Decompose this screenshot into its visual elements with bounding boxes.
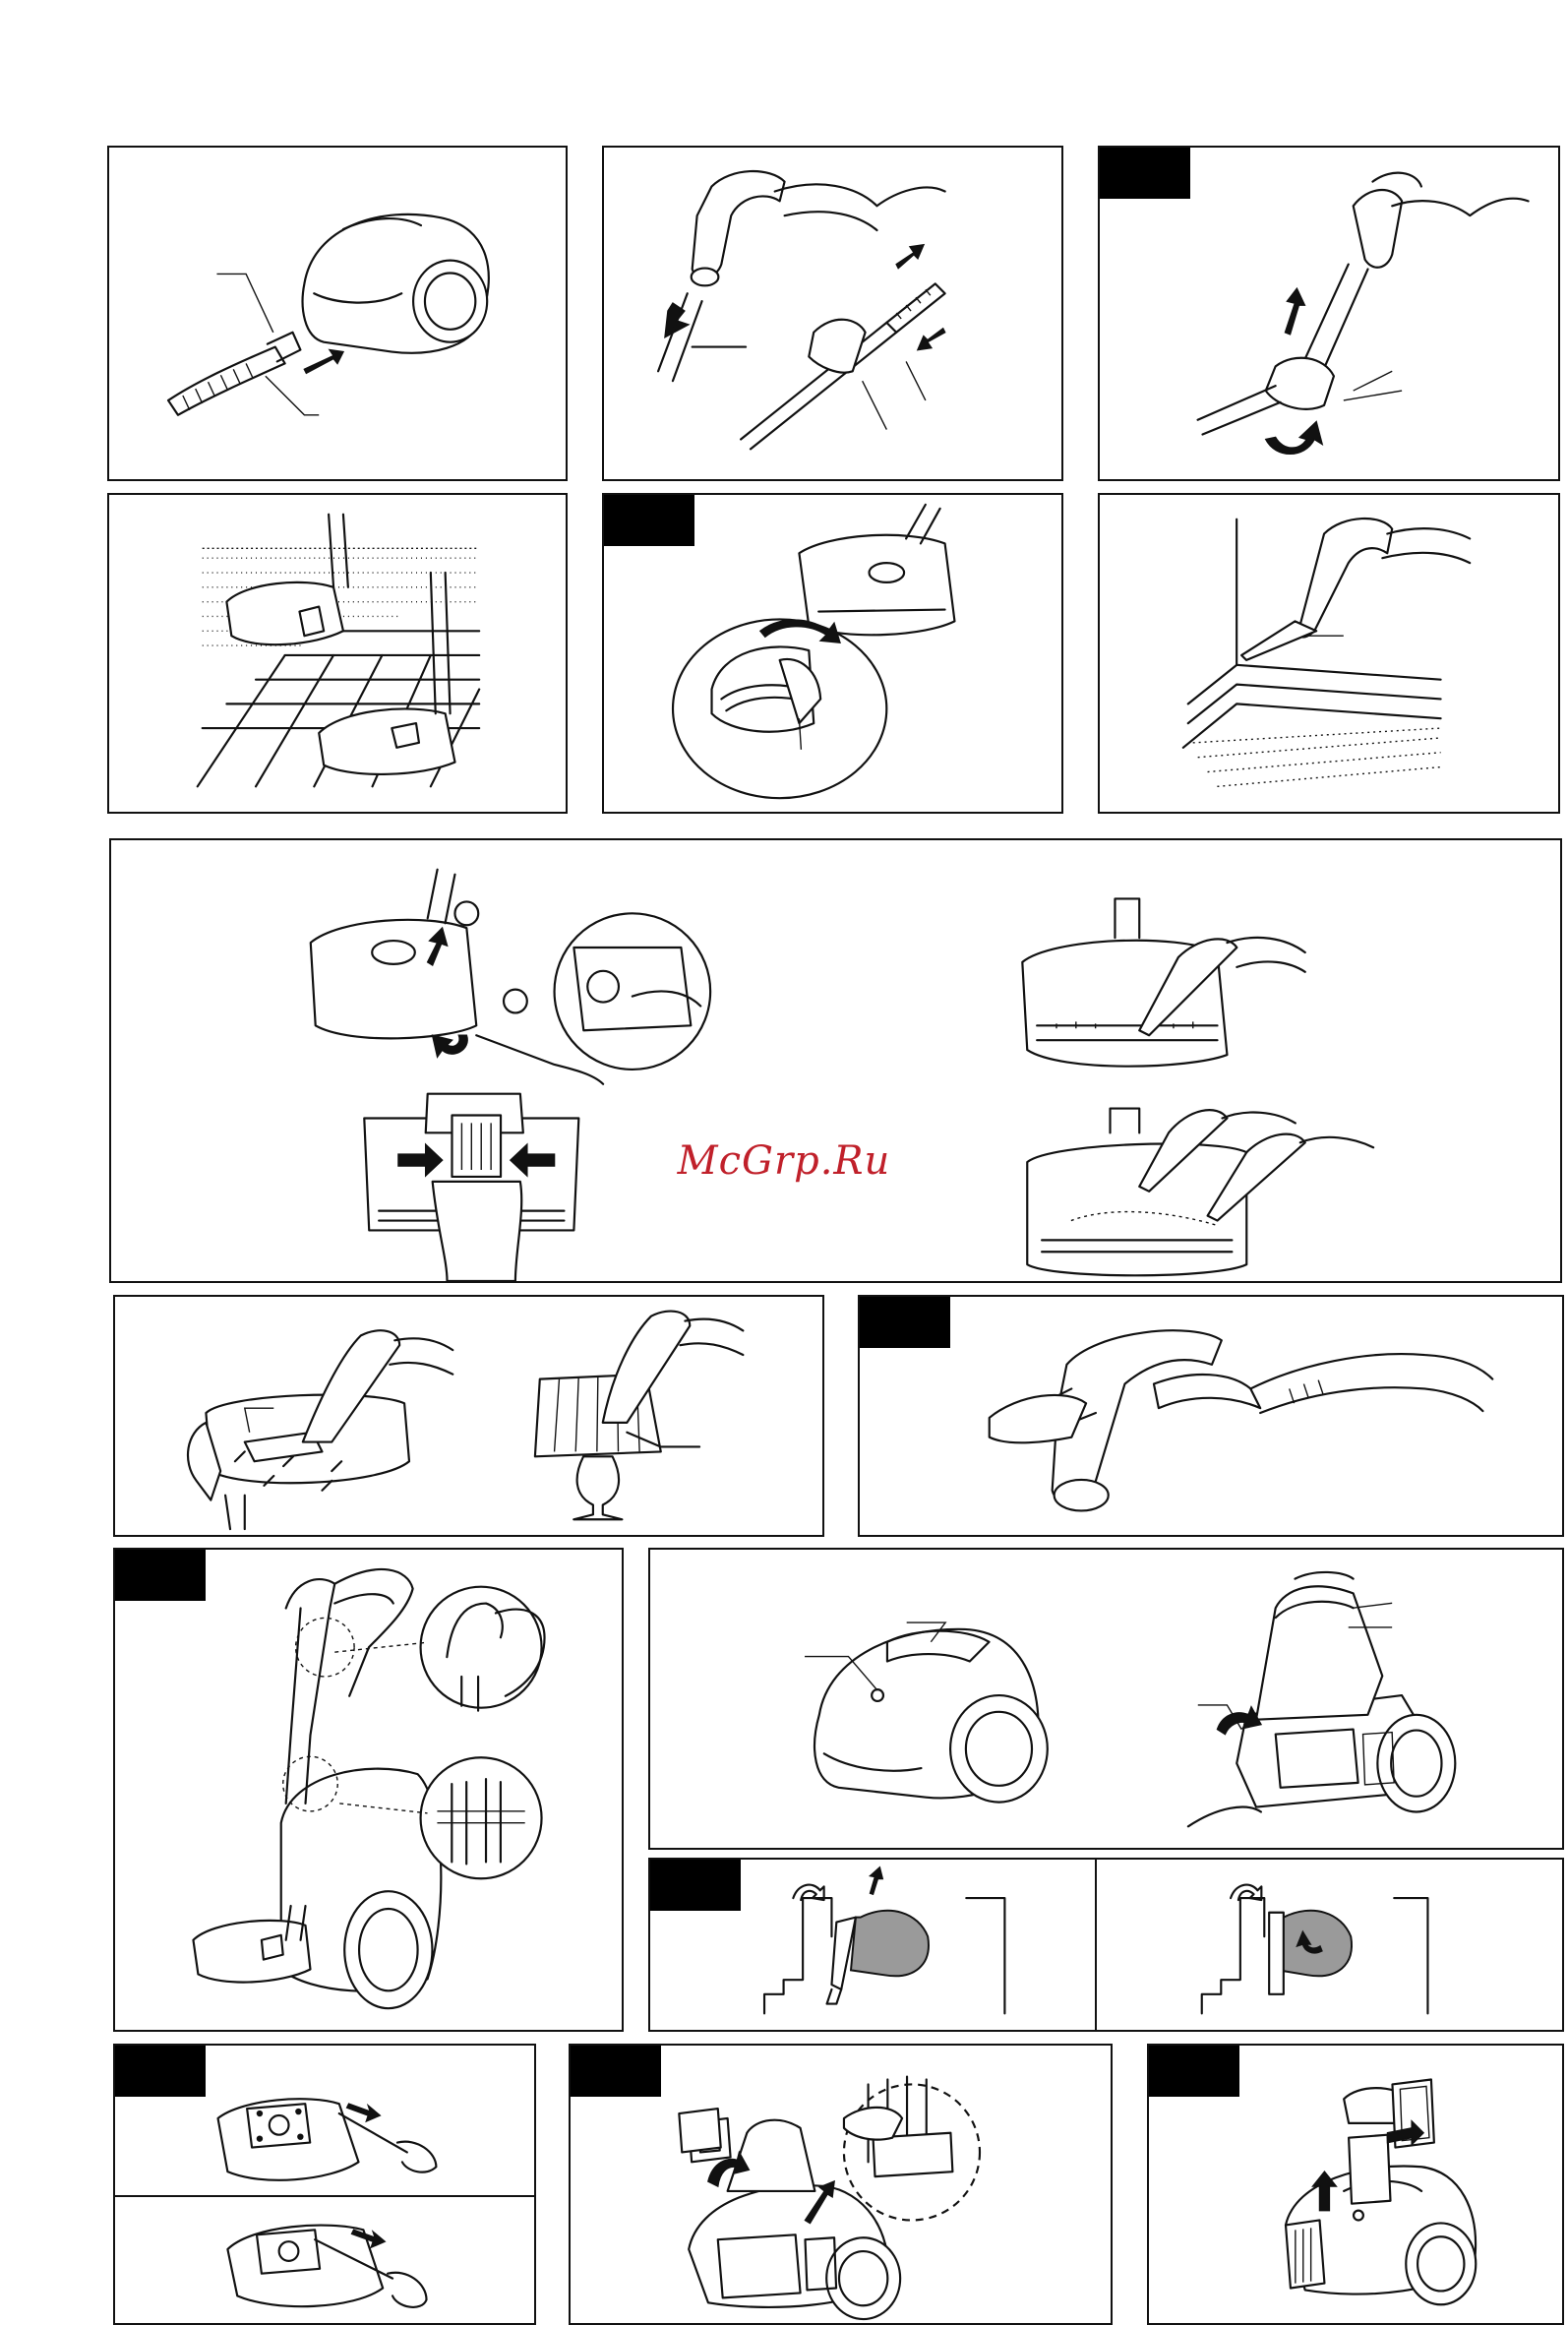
nozzle-switch-illustration: [604, 495, 1061, 812]
exhaust-filter-illustration: [1149, 2046, 1562, 2323]
panel-nozzle-switch: [602, 493, 1063, 814]
tube-assembly-illustration: [604, 148, 1061, 479]
hose-connection-illustration: [109, 148, 566, 479]
turbo-brush-illustration: [111, 840, 1560, 1281]
motor-filter-illustration: [571, 2046, 1111, 2323]
panel-storage-parking: [113, 1548, 624, 2032]
panel-open-lid: [648, 1548, 1564, 1850]
storage-illustration: [115, 1550, 622, 2030]
panel-exhaust-filter: [1147, 2044, 1564, 2325]
panel-handle-control: [858, 1295, 1564, 1537]
upholstery-illustration: [115, 1297, 822, 1535]
panel-turbo-brush-maintenance: [109, 838, 1562, 1283]
panel-hand-grip-adjust: [1098, 146, 1560, 481]
panel-upholstery-and-lamp: [113, 1295, 824, 1537]
panel-bag-seal: [113, 2044, 536, 2325]
floor-nozzle-illustration: [109, 495, 566, 812]
panel-tube-assembly: [602, 146, 1063, 481]
panel-hose-connection: [107, 146, 568, 481]
handle-control-illustration: [860, 1297, 1562, 1535]
open-lid-illustration: [650, 1550, 1562, 1848]
panel-bag-holder: [648, 1858, 1564, 2032]
panel-crevice-tool: [1098, 493, 1560, 814]
hand-grip-illustration: [1100, 148, 1558, 479]
panel-motor-filter: [569, 2044, 1113, 2325]
bag-seal-illustration: [115, 2046, 534, 2323]
crevice-tool-illustration: [1100, 495, 1558, 812]
watermark: McGrp.Ru: [0, 1138, 1568, 1184]
panel-floor-nozzle: [107, 493, 568, 814]
bag-holder-illustration: [650, 1860, 1562, 2030]
